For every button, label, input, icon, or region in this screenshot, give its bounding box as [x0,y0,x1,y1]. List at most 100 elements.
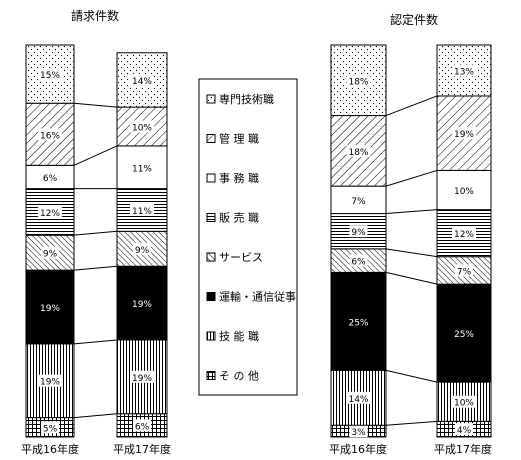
data-label: 14% [348,395,368,405]
x-tick-right-h16: 平成16年度 [329,442,387,456]
data-label-bg [133,242,151,255]
data-label: 9% [351,228,366,238]
data-label-bg [452,395,476,408]
connector-line [73,413,118,419]
data-label-bg [130,73,154,86]
data-label: 10% [454,399,474,409]
data-label: 25% [348,318,368,328]
data-label: 5% [43,424,58,434]
chart-title-right: 認定件数 [390,12,438,27]
data-label: 18% [348,77,368,87]
data-label: 12% [454,230,474,240]
data-label: 19% [132,300,152,310]
data-label-bg [349,193,368,206]
data-label-bg [133,419,151,432]
bar-segment-claims-1-7 [25,102,75,166]
data-label: 6% [135,422,150,432]
bar-segment-claims-1-3 [25,269,75,345]
connector-line [73,145,118,166]
data-label-bg [38,128,62,141]
data-label: 15% [40,71,60,81]
legend-swatch-icon [206,252,216,262]
connector-line [385,271,438,285]
data-label: 10% [454,187,474,197]
data-label: 18% [348,148,368,158]
legend-item-label: 管 理 職 [219,132,259,146]
data-label: 25% [454,330,474,340]
data-label-bg [346,144,371,157]
legend-swatch-icon [206,331,216,341]
data-label-bg [38,374,62,387]
data-label: 4% [457,426,472,436]
data-label: 6% [43,174,58,184]
data-label-bg [452,184,476,197]
data-label-bg [130,203,154,216]
data-label-bg [455,423,473,436]
legend-item-label: 販 売 職 [219,212,259,225]
data-label: 9% [135,246,150,256]
x-tick-left-h16: 平成16年度 [21,442,79,456]
legend-item-label: サービス [219,251,263,264]
data-label: 13% [454,67,474,77]
data-label-bg [130,370,154,383]
data-label-bg [41,246,59,259]
connector-line [385,248,438,258]
data-label-bg [452,127,476,140]
legend-box [198,78,298,396]
data-label: 11% [132,164,152,174]
bar-segment-claims-2-3 [116,265,168,341]
data-label: 19% [454,130,474,140]
legend-swatch-icon [206,134,216,143]
legend-swatch-icon [206,94,216,104]
bars-left-chart: 5% 19% 19% 9% 12% 6% 16% 15% 6% 19% 19% 9% 11% 11% 10%… [25,44,168,438]
data-label: 19% [40,304,60,314]
data-label-bg [455,264,473,277]
connector-line [385,209,438,215]
data-label: 10% [132,124,152,134]
bar-segment-approved-2-3 [436,283,492,383]
data-label: 11% [132,207,152,217]
data-label-bg [346,74,371,87]
legend-swatch-icon [206,173,216,183]
chart-title-left: 請求件数 [71,8,119,23]
legend-swatch-icon [206,213,216,222]
data-label-bg [41,421,59,434]
connector-line [385,420,438,426]
legend-item-label: 運輸・通信従事 [219,290,296,304]
connector-line [73,102,118,108]
x-tick-right-h17: 平成17年度 [434,442,492,456]
data-label-bg [346,391,371,404]
legend-swatch-icon [206,371,216,380]
data-label-bg [41,170,59,183]
bars-right-chart: 3%14%25%6%9%7%18%18%4%10%25%7%12%10%19%1… [330,44,492,438]
data-label: 19% [132,374,152,384]
data-label-bg [349,425,368,438]
data-label: 3% [351,428,366,438]
data-label-bg [130,120,154,133]
data-label: 14% [132,77,152,87]
connector-line [73,230,118,236]
data-label-bg [349,225,368,238]
connector-line [73,265,118,271]
data-label: 12% [40,209,60,219]
data-label-bg [452,64,476,77]
legend-swatch-icon [206,292,216,301]
legend-item-label: そ の 他 [219,370,259,383]
bar-segment-approved-1-3 [330,271,387,371]
data-label: 7% [457,267,472,277]
legend-item-label: 事 務 職 [219,171,259,185]
data-label: 16% [40,131,60,141]
data-label-bg [130,161,154,174]
data-label-bg [452,227,476,240]
data-label: 19% [40,378,60,388]
connector-line [385,369,438,383]
connector-line [385,169,438,187]
connector-line [73,339,118,345]
legend-item-label: 技 能 職 [219,329,259,343]
data-label-bg [38,68,62,81]
data-label: 9% [43,250,58,260]
data-label: 7% [351,197,366,207]
connector-line [385,95,438,117]
